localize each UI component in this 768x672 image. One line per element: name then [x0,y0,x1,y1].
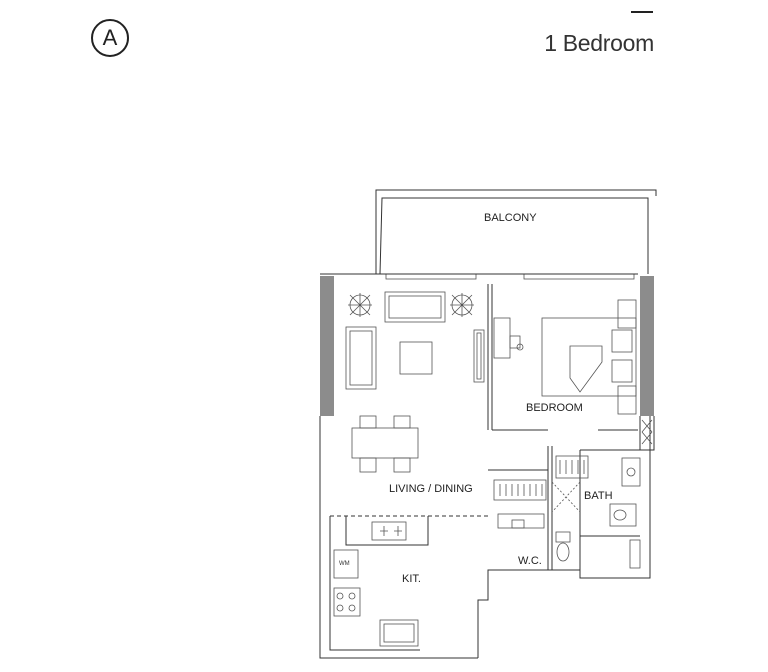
unit-badge-letter: A [102,25,118,50]
label-bath: BATH [584,490,613,502]
bedroom-furniture [493,299,637,415]
label-washing-machine: WM [339,561,350,567]
wc-fixtures [497,513,571,562]
unit-badge: A [91,19,129,57]
interior-walls [329,284,640,651]
label-wc: W.C. [518,555,542,567]
wardrobes [493,455,589,513]
column-right [640,276,654,416]
kitchen-fixtures [333,521,419,647]
balcony [375,189,657,275]
bath-fixtures [609,457,641,569]
label-kitchen: KIT. [402,573,421,585]
label-bedroom: BEDROOM [526,402,583,414]
title-dash [631,11,653,13]
label-balcony: BALCONY [484,212,537,224]
column-left [320,276,334,416]
label-living-dining: LIVING / DINING [389,483,473,495]
outer-walls [319,273,655,659]
dining-table [351,415,419,473]
living-furniture [345,291,485,390]
washing-machine [333,549,359,579]
unit-type-title: 1 Bedroom [544,30,654,56]
balcony-windows [385,273,635,280]
